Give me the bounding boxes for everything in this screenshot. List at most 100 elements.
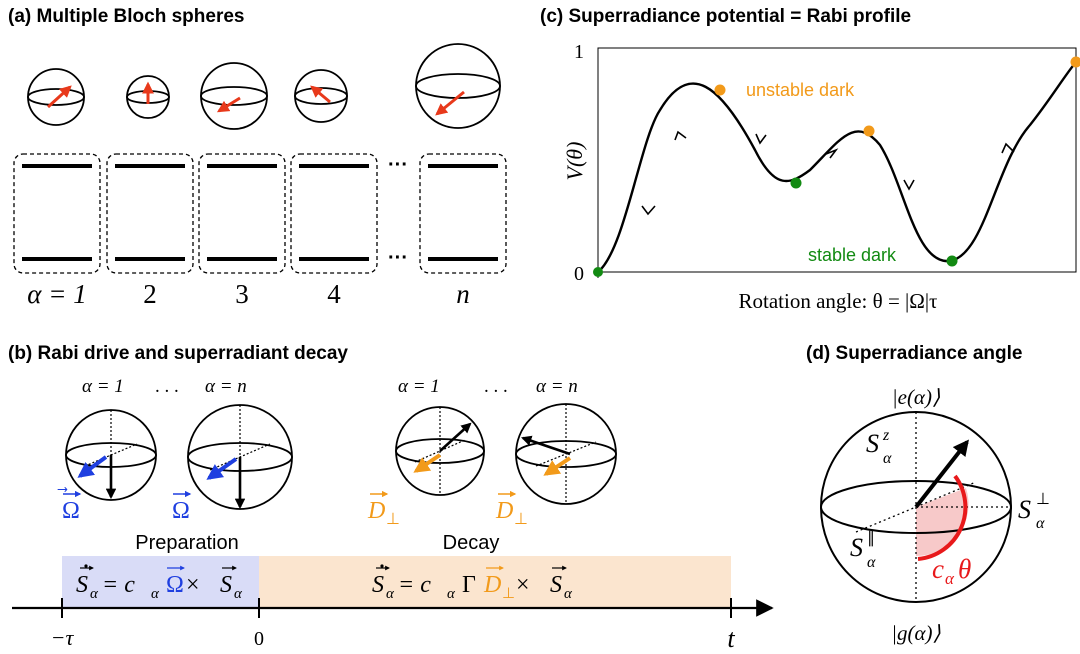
- eq-decay-s: S: [372, 572, 384, 598]
- eq-decay-s2: S: [550, 572, 562, 598]
- ket-g-label: |g(α)⟩: [891, 621, 940, 645]
- angle-wedge: [916, 488, 969, 557]
- panel-a: (a) Multiple Bloch spheres: [8, 6, 507, 309]
- bloch-sphere-n: [415, 43, 501, 129]
- angle-c-sub: α: [945, 569, 955, 588]
- omega-symbol-1: Ω: [62, 498, 80, 524]
- ket-e-label: |e(α)⟩: [892, 385, 940, 409]
- panel-c-title: (c) Superradiance potential = Rabi profi…: [540, 6, 911, 27]
- stable-point-0: [593, 267, 603, 277]
- level-box-1: [13, 153, 101, 274]
- unstable-point-1: [714, 84, 726, 96]
- y-tick-1: 1: [574, 41, 584, 63]
- omega-arrow-1: ⃗: [57, 487, 68, 492]
- x-axis-label: Rotation angle: θ = |Ω|τ: [739, 289, 938, 313]
- axis-label-t: t: [727, 624, 735, 653]
- angle-c: c: [932, 554, 944, 584]
- y-axis-label: V(θ): [562, 142, 587, 181]
- alpha-last-label-decay: α = n: [536, 376, 578, 397]
- d-symbol-1: D: [367, 498, 385, 524]
- s-z-sup: z: [882, 427, 890, 444]
- alpha-label-1: α = 1: [27, 279, 86, 309]
- bloch-sphere-prep-1: [65, 409, 157, 501]
- decay-region: [259, 556, 731, 608]
- angle-theta: θ: [958, 554, 971, 584]
- panel-b: (b) Rabi drive and superradiant decay α …: [8, 343, 774, 653]
- flow-arrows: [641, 130, 1015, 216]
- omega-symbol-n: Ω: [172, 498, 190, 524]
- decay-label: Decay: [443, 532, 500, 554]
- s-perp-sup: ⊥: [1036, 491, 1050, 508]
- unstable-dark-label: unstable dark: [746, 80, 855, 100]
- panel-d-title: (d) Superradiance angle: [806, 343, 1022, 364]
- bloch-sphere-3: [200, 62, 268, 130]
- eq-prep-s2-sub: α: [234, 586, 243, 602]
- s-perp-label: S: [1018, 495, 1031, 524]
- alpha-first-label-decay: α = 1: [398, 376, 440, 397]
- panel-a-title: (a) Multiple Bloch spheres: [8, 6, 244, 27]
- bloch-sphere-decay-1: [395, 406, 485, 496]
- level-box-4: [290, 153, 378, 274]
- bloch-sphere-4: [294, 69, 348, 123]
- stable-point-1: [790, 177, 802, 189]
- dots-bottom: ···: [388, 247, 408, 269]
- eq-decay-d-sub: ⊥: [502, 586, 515, 602]
- alpha-label-4: 4: [327, 279, 341, 309]
- bloch-sphere-1: [27, 68, 85, 126]
- preparation-region: [62, 556, 259, 608]
- stable-point-2: [946, 255, 958, 267]
- ellipsis-decay: . . .: [484, 376, 508, 397]
- eq-prep-mid: = c: [102, 572, 135, 598]
- d-perp-sub-n: ⊥: [514, 511, 528, 528]
- panel-c: (c) Superradiance potential = Rabi profi…: [540, 6, 1080, 313]
- y-tick-0: 0: [574, 263, 584, 285]
- eq-decay-gamma: Γ: [462, 572, 476, 598]
- stable-dark-label: stable dark: [808, 245, 897, 265]
- d-symbol-n: D: [495, 498, 513, 524]
- eq-decay-dot: [380, 564, 384, 568]
- tick-label-minus-tau: −τ: [51, 625, 75, 650]
- eq-decay-times: ×: [516, 572, 530, 598]
- s-z-label: S: [866, 429, 879, 458]
- potential-curve: [597, 61, 1077, 273]
- eq-decay-d: D: [483, 572, 501, 598]
- eq-decay-s2-sub: α: [564, 586, 573, 602]
- decay-equation: S α = c α Γ D ⊥ × S α: [372, 564, 573, 602]
- plot-frame: [597, 47, 1077, 273]
- bloch-sphere-prep-n: [187, 404, 293, 510]
- dots-top: ···: [388, 154, 408, 176]
- tick-label-zero: 0: [254, 628, 264, 650]
- d-perp-sub-1: ⊥: [386, 511, 400, 528]
- alpha-label-2: 2: [143, 279, 157, 309]
- alpha-first-label-prep: α = 1: [82, 376, 124, 397]
- s-par-sub: α: [867, 554, 876, 571]
- s-par-sup: ∥: [867, 530, 875, 547]
- eq-prep-c-sub: α: [151, 586, 160, 602]
- bloch-sphere-decay-n: [515, 403, 617, 505]
- bloch-sphere-2: [126, 75, 170, 119]
- level-box-3: [198, 153, 286, 274]
- eq-prep-dot: [84, 564, 88, 568]
- alpha-label-3: 3: [235, 279, 249, 309]
- unstable-point-3: [1070, 56, 1080, 68]
- bloch-sphere-angle: [820, 411, 1012, 603]
- s-z-sub: α: [883, 450, 892, 467]
- eq-prep-omega: Ω: [166, 572, 184, 598]
- omega-label-n: Ω: [172, 490, 192, 524]
- eq-prep-s2: S: [220, 572, 232, 598]
- s-par-label: S: [850, 533, 863, 562]
- s-perp-sub: α: [1036, 515, 1045, 532]
- panel-d: (d) Superradiance angle |e(α)⟩ |g(α)⟩ S …: [806, 343, 1050, 645]
- alpha-last-label-prep: α = n: [205, 376, 247, 397]
- angle-arc: [917, 474, 968, 561]
- eq-decay-mid: = c: [398, 572, 431, 598]
- eq-prep-s-sub: α: [90, 586, 99, 602]
- level-box-n: [419, 153, 507, 274]
- ellipsis-prep: . . .: [155, 376, 179, 397]
- panel-b-title: (b) Rabi drive and superradiant decay: [8, 343, 348, 364]
- omega-label-1: ⃗ Ω: [57, 487, 82, 524]
- eq-prep-s: S: [76, 572, 88, 598]
- eq-decay-c-sub: α: [447, 586, 456, 602]
- alpha-label-n: n: [456, 279, 470, 309]
